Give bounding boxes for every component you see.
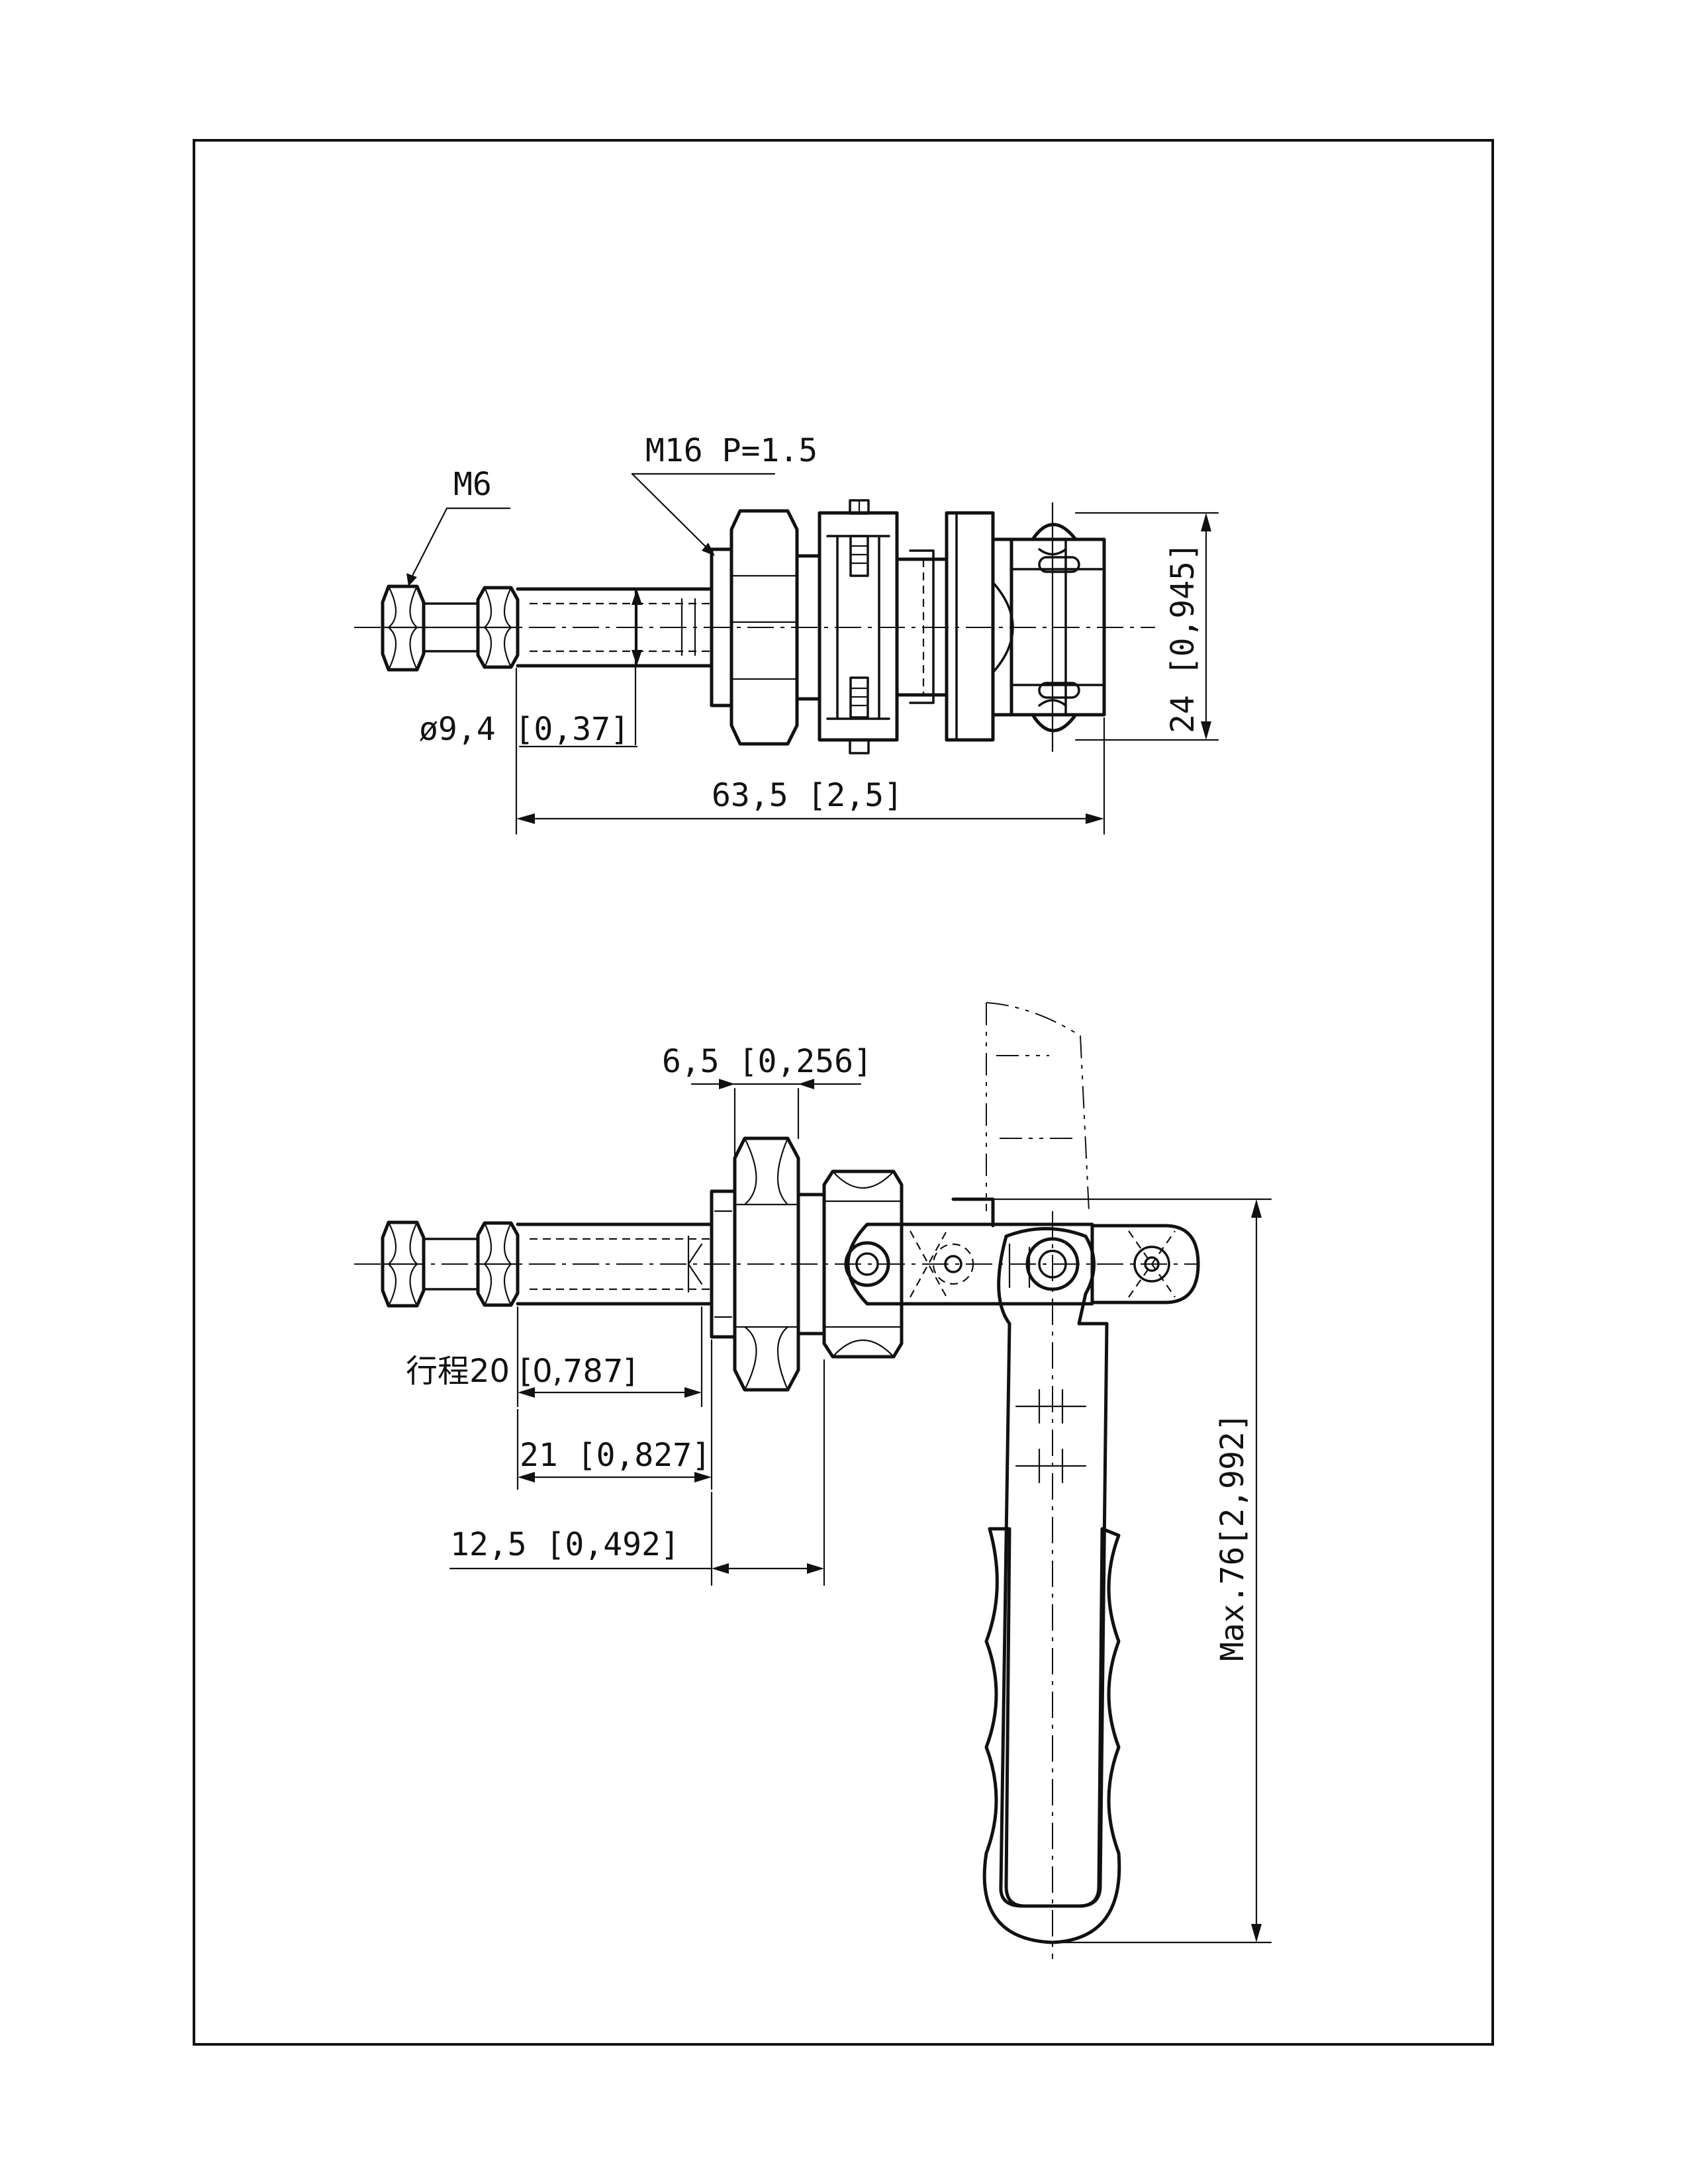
top-dim-overall-length: 63,5 [2,5] (515, 667, 1105, 835)
top-hex-nut-second (476, 586, 520, 669)
side-hex-nut-second (476, 1221, 520, 1307)
label-stroke: 行程20 [0,787] (406, 1353, 635, 1390)
side-dim-21: 21 [0,827] (516, 1339, 713, 1490)
side-dim-max-height: Max.76[2,992] (992, 1198, 1272, 1944)
top-dim-m6: M6 (406, 466, 511, 586)
side-dim-12-5: 12,5 [0,492] (449, 1359, 825, 1586)
label-height: 24 [0,945] (1164, 542, 1201, 733)
side-pivot-2 (932, 1243, 974, 1285)
side-pivot-1 (844, 1241, 890, 1287)
side-pivot-4 (1133, 1246, 1170, 1283)
phantom-handle (986, 1002, 1090, 1212)
top-upper-pin (849, 535, 869, 577)
top-hex-nut-small (381, 584, 426, 672)
label-max-height: Max.76[2,992] (1214, 1412, 1251, 1661)
label-overall-length: 63,5 [2,5] (712, 777, 903, 814)
top-clevis-pin-lower (1031, 713, 1078, 733)
top-clevis (1009, 537, 1106, 717)
side-mounting-nut (733, 1136, 800, 1392)
top-dim-height: 24 [0,945] (1074, 512, 1219, 741)
top-mounting-nut (729, 509, 799, 746)
drawing-frame (193, 139, 1494, 2046)
top-dim-m16: M16 P=1.5 (631, 432, 818, 556)
label-rod-diameter: ø9,4 [0,37] (419, 711, 630, 748)
top-view: M6 M16 P=1.5 ø9,4 [0,37] 63,5 [2,5] (354, 432, 1219, 835)
side-lever-head (951, 1197, 995, 1228)
top-lever-plate (945, 511, 995, 742)
side-dim-stroke: 行程20 [0,787] (406, 1306, 703, 1408)
label-m6: M6 (453, 466, 492, 503)
side-dim-nut-thickness: 6,5 [0,256] (662, 1043, 872, 1193)
label-dim-12-5: 12,5 [0,492] (450, 1526, 680, 1563)
side-view: 6,5 [0,256] 行程20 [0,787] 21 [0,827] 12, (354, 1002, 1272, 1959)
label-m16: M16 P=1.5 (645, 432, 818, 469)
side-clamp-body (822, 1169, 904, 1359)
label-dim-21: 21 [0,827] (520, 1437, 711, 1474)
top-lower-pin (849, 676, 869, 719)
side-grip (982, 1527, 1121, 1944)
label-nut-thickness: 6,5 [0,256] (662, 1043, 872, 1080)
top-dim-rod-diameter: ø9,4 [0,37] (419, 588, 642, 748)
top-clamp-body (818, 511, 899, 742)
side-hex-nut-small (381, 1220, 426, 1308)
top-clevis-pin-upper (1031, 523, 1078, 541)
